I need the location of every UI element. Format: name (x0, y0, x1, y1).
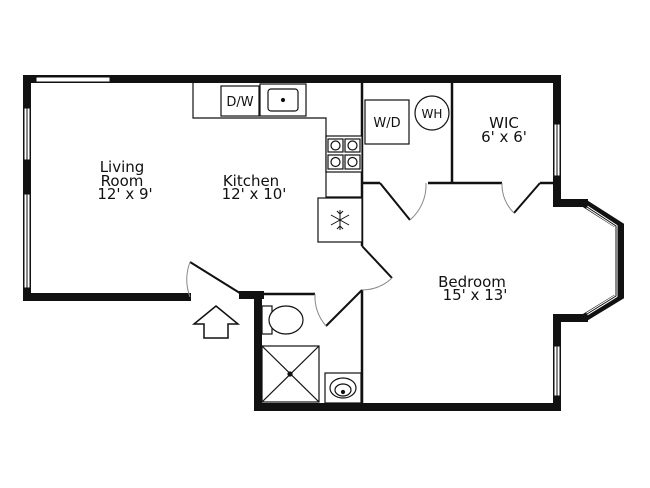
washer-dryer (364, 99, 410, 145)
living-room-name-line2: Room (101, 172, 144, 190)
entry-arrow-icon (191, 305, 241, 339)
windows (23, 76, 561, 397)
toilet-bowl (268, 305, 304, 335)
kitchen-dims: 12' x 10' (222, 185, 287, 203)
bathroom-fixtures (261, 305, 362, 404)
bedroom-name: Bedroom (438, 273, 506, 291)
dishwasher-label: D/W (226, 95, 253, 110)
doors (186, 182, 541, 327)
wic-name: WIC (489, 114, 519, 132)
kitchen-name: Kitchen (223, 172, 279, 190)
washer-dryer-label: W/D (373, 116, 400, 131)
wic-dims: 6' x 6' (481, 128, 527, 146)
dishwasher (220, 85, 260, 117)
water-heater (414, 95, 450, 131)
bedroom-dims: 15' x 13' (443, 286, 508, 304)
snowflake-icon (330, 210, 350, 230)
laundry-fixtures (364, 95, 450, 145)
water-heater-label: WH (422, 107, 443, 121)
living-room-dims: 12' x 9' (97, 185, 152, 203)
bay-window (581, 199, 624, 322)
living-room-name-line1: Living (100, 158, 145, 176)
